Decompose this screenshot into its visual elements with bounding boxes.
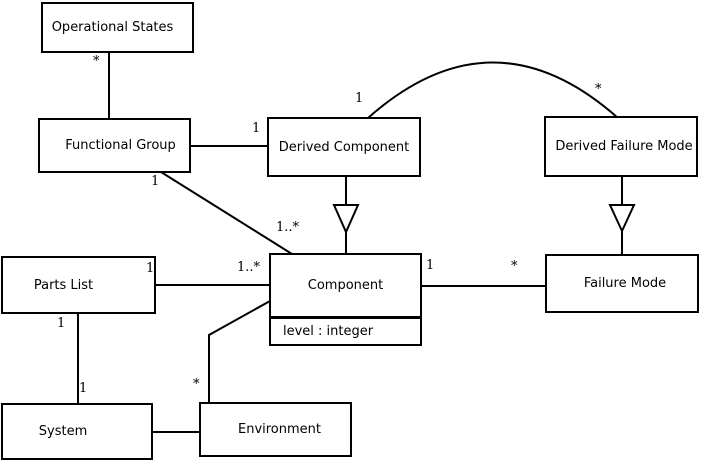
class-label: Failure Mode [583, 276, 667, 291]
class-label: Component [307, 278, 384, 293]
class-box-environment: Environment [199, 402, 352, 457]
generalization-arrow-derived-component [332, 204, 360, 235]
class-box-parts-list: Parts List [1, 256, 156, 314]
class-label: Parts List [33, 277, 94, 293]
class-box-functional-group: Functional Group [38, 118, 191, 173]
multiplicity-partslist-component-src: 1 [146, 261, 155, 276]
class-label: Derived Component [278, 139, 410, 155]
edge-derived-component-derived-failure-mode-arc [367, 61, 619, 119]
multiplicity-arc-dcomponent-end: 1 [355, 91, 364, 106]
multiplicity-partslist-component-dst: 1..* [237, 260, 261, 275]
component-attribute-level: level : integer [283, 324, 374, 339]
multiplicity-component-failuremode-src: 1 [426, 258, 435, 273]
class-box-failure-mode: Failure Mode [545, 254, 699, 313]
multiplicity-component-environment: * [193, 377, 200, 392]
multiplicity-partslist-system-src: 1 [57, 316, 66, 331]
class-box-operational-states: Operational States [41, 2, 194, 53]
class-label: Operational States [51, 20, 174, 35]
class-box-derived-component: Derived Component [267, 117, 421, 177]
multiplicity-fgroup-component-dst: 1..* [276, 220, 300, 235]
class-box-derived-failure-mode: Derived Failure Mode [544, 116, 698, 177]
class-label: Environment [237, 422, 321, 437]
multiplicity-partslist-system-dst: 1 [79, 381, 88, 396]
component-title-compartment: Component [271, 255, 420, 316]
multiplicity-opstates-fgroup: * [93, 54, 100, 69]
class-label: Derived Failure Mode [555, 139, 693, 154]
multiplicity-component-failuremode-dst: * [511, 259, 518, 274]
edge-component-environment [208, 300, 271, 403]
generalization-arrow-derived-failure-mode [608, 204, 636, 234]
class-box-component: Component level : integer [269, 253, 422, 346]
class-label: System [38, 424, 88, 439]
class-label: Functional Group [65, 138, 176, 153]
class-box-system: System [1, 403, 153, 460]
edge-functional-group-component [160, 171, 293, 255]
multiplicity-arc-dfailuremode-end: * [595, 82, 602, 97]
multiplicity-fgroup-component-src: 1 [151, 174, 160, 189]
multiplicity-fgroup-dcomponent: 1 [252, 121, 261, 136]
component-attribute-compartment: level : integer [271, 316, 420, 344]
